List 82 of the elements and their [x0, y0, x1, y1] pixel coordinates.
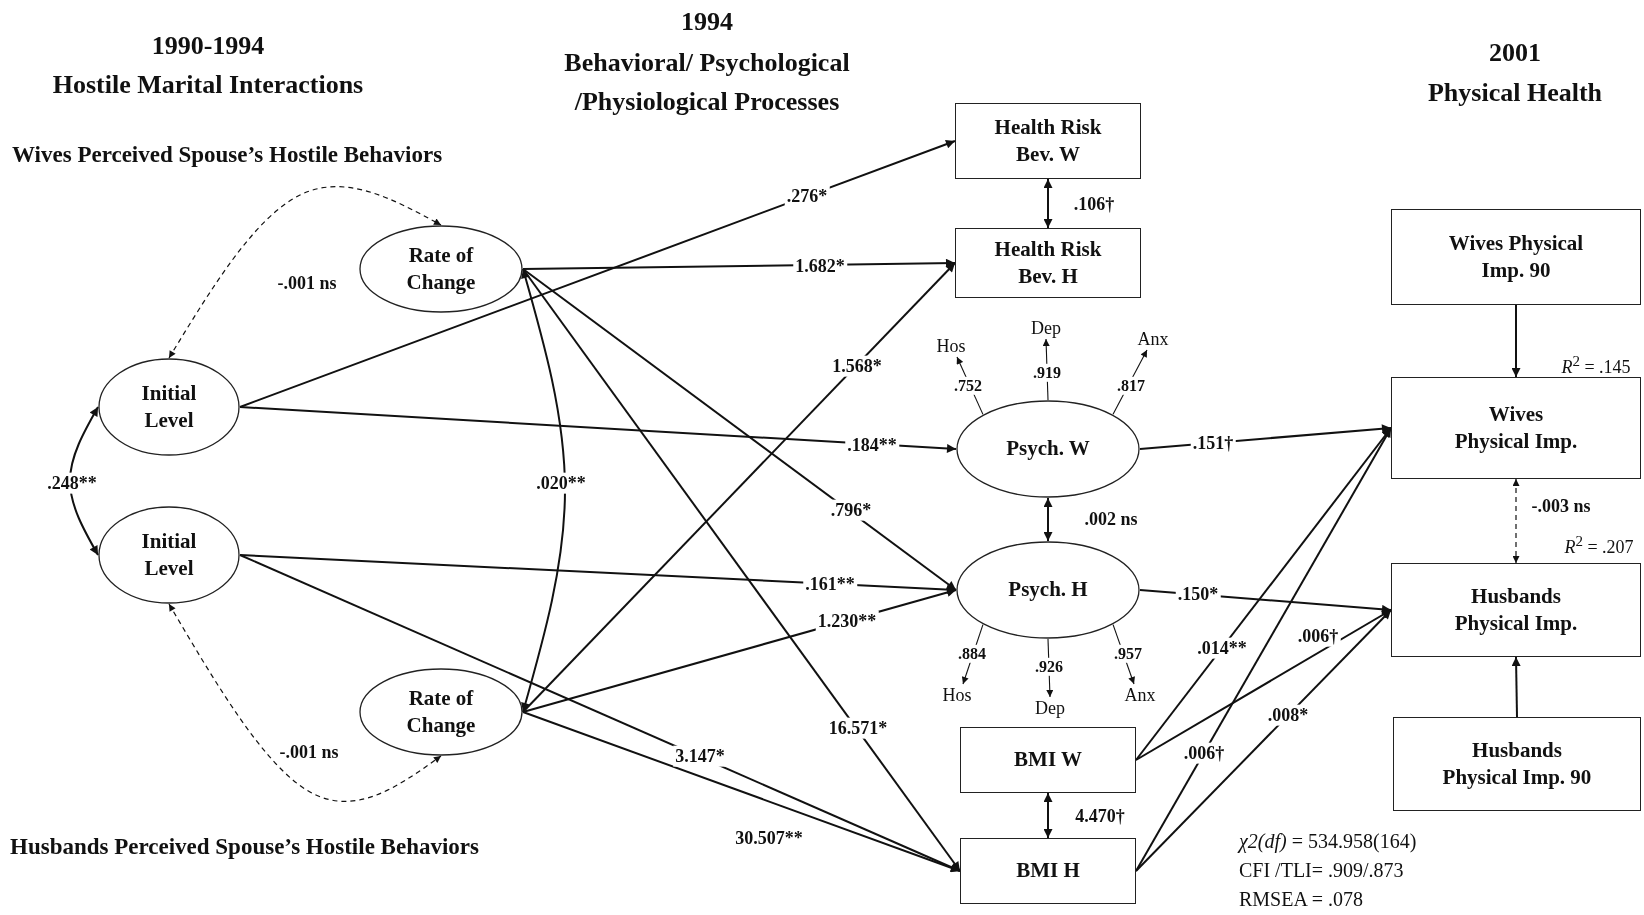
node-label: Rate of Change [405, 241, 477, 296]
latent-ellipse [98, 358, 240, 456]
path-coefficient: .884 [957, 644, 987, 664]
path-coefficient: .796* [828, 499, 874, 521]
covariance-arrow [168, 603, 442, 802]
variable-box [955, 103, 1141, 179]
fit-statistic: RMSEA = .078 [1239, 887, 1364, 912]
fit-statistic: CFI /TLI= .909/.873 [1239, 858, 1404, 883]
node-label: Psych. W [1006, 435, 1090, 463]
variable-box [1391, 563, 1641, 657]
r-squared-label: R$^{2}$ = .145 [1561, 351, 1631, 379]
latent-ellipse [359, 668, 523, 756]
latent-ellipse [956, 400, 1140, 498]
node-label: Husbands Physical Imp. [1453, 582, 1579, 637]
column-heading: 2001 [1489, 36, 1541, 69]
variable-box [960, 838, 1136, 904]
indicator-label: Dep [1030, 697, 1070, 719]
indicator-label: Hos [937, 684, 977, 706]
arrow [239, 554, 957, 595]
indicator-label: Dep [1026, 317, 1066, 339]
arrow [522, 711, 961, 873]
path-coefficient: .817 [1116, 376, 1146, 396]
path-coefficient: .919 [1032, 363, 1062, 383]
variable-box [960, 727, 1136, 793]
node-label: Initial Level [140, 379, 198, 434]
node-label: Rate of Change [405, 684, 477, 739]
arrow [1135, 427, 1392, 761]
node-label: Husbands Physical Imp. 90 [1441, 736, 1593, 791]
arrow [1135, 609, 1392, 872]
column-heading: 1990-1994 [151, 29, 265, 62]
double-headed-arrow [1043, 178, 1053, 229]
indicator-label: Anx [1133, 328, 1173, 350]
path-coefficient: 1.230** [815, 610, 879, 632]
path-coefficient: .276* [784, 185, 830, 207]
node-label: Psych. H [1008, 576, 1088, 604]
path-coefficient: .014** [1195, 637, 1249, 659]
path-coefficient: .008* [1265, 704, 1311, 726]
path-coefficient: .752 [953, 376, 983, 396]
node-label: Initial Level [140, 527, 198, 582]
path-coefficient: 1.568* [830, 355, 884, 377]
variable-box [1393, 717, 1641, 811]
variable-box [1391, 377, 1641, 479]
path-coefficient: 3.147* [673, 745, 727, 767]
covariance-arrow [168, 186, 442, 359]
node-label: Health Risk Bev. H [993, 235, 1103, 290]
latent-ellipse [98, 506, 240, 604]
variable-box [1391, 209, 1641, 305]
node-label: Wives Physical Imp. 90 [1447, 229, 1585, 284]
column-heading: Behavioral/ Psychological /Physiological Processes [563, 47, 851, 118]
arrow [239, 406, 957, 453]
arrow [1135, 427, 1392, 872]
arrow [522, 268, 957, 591]
double-headed-arrow [1512, 478, 1520, 564]
group-label: Wives Perceived Spouse’s Hostile Behaviors [12, 140, 443, 169]
arrow [1511, 656, 1521, 718]
node-label: BMI W [1014, 746, 1082, 774]
indicator-label: Anx [1120, 684, 1160, 706]
double-headed-arrow [1043, 792, 1053, 839]
arrow [522, 268, 961, 872]
latent-ellipse [956, 541, 1140, 639]
arrow [522, 258, 956, 270]
path-coefficient: .006† [1181, 742, 1227, 764]
arrow [239, 139, 956, 408]
column-heading: 1994 [681, 5, 733, 38]
double-headed-arrow [1043, 497, 1053, 542]
latent-ellipse [359, 225, 523, 313]
column-heading: Physical Health [1427, 76, 1603, 109]
arrow [522, 262, 956, 713]
path-coefficient: .957 [1113, 644, 1143, 664]
path-coefficient: .248** [45, 472, 99, 494]
group-label: Husbands Perceived Spouse’s Hostile Behaviors [10, 832, 479, 861]
column-heading: Hostile Marital Interactions [52, 68, 364, 101]
indicator-label: Hos [931, 335, 971, 357]
node-label: Wives Physical Imp. [1453, 400, 1579, 455]
path-coefficient: .020** [534, 472, 588, 494]
node-label: Health Risk Bev. W [993, 113, 1103, 168]
r-squared-label: R$^{2}$ = .207 [1564, 531, 1634, 559]
fit-statistic: χ2(df) = 534.958(164) [1239, 829, 1417, 854]
variable-box [955, 228, 1141, 298]
path-coefficient: .926 [1034, 657, 1064, 677]
arrow [1511, 304, 1521, 378]
node-label: BMI H [1016, 857, 1080, 885]
